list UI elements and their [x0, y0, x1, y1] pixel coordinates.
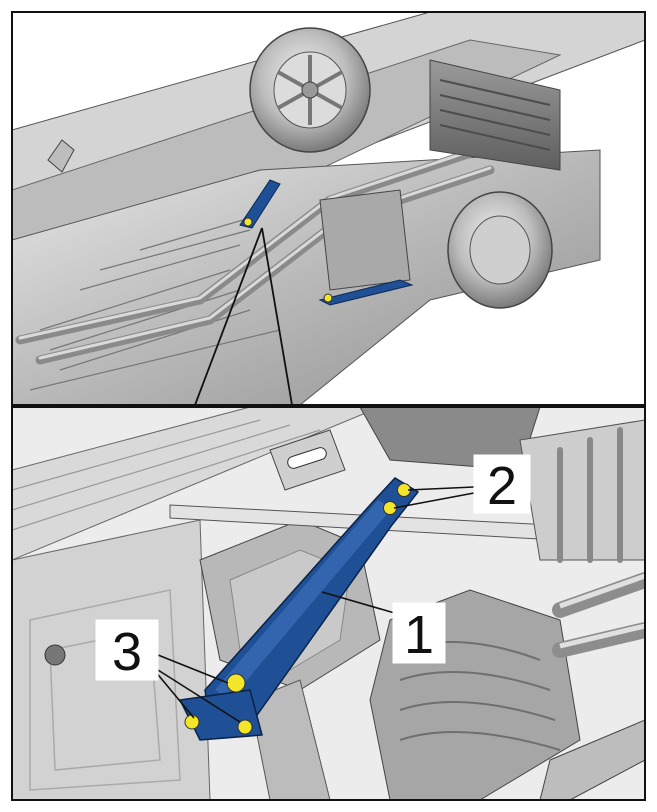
leader-lines	[149, 486, 475, 723]
bolt-3b	[184, 714, 200, 730]
rear-wheel-upper	[249, 27, 371, 153]
drain-plug	[44, 644, 66, 666]
exhaust-pipes-detail	[552, 572, 645, 658]
side-mirror	[47, 139, 75, 173]
bolts	[184, 483, 411, 735]
brace-overview-right	[318, 279, 414, 306]
rear-wheel-lower	[447, 191, 553, 309]
fuel-tank	[319, 189, 411, 291]
suspension-rod	[169, 504, 645, 546]
cross-brace	[178, 477, 420, 741]
callout-3: 3	[95, 619, 159, 682]
bolt-3c	[237, 719, 253, 735]
brace-overview-left	[239, 179, 281, 229]
overview-border	[11, 11, 646, 406]
overview-panel	[12, 12, 645, 405]
callout-2: 2	[473, 454, 531, 516]
callout-2-text: 2	[487, 456, 517, 516]
zoom-lines	[194, 227, 293, 406]
bolt-3a	[226, 673, 246, 693]
callout-1: 1	[392, 602, 446, 665]
detail-border	[11, 406, 646, 801]
callout-1-text: 1	[404, 605, 434, 665]
rear-muffler	[429, 59, 561, 171]
callout-3-text: 3	[112, 622, 142, 682]
detail-panel: 2 1 3	[12, 407, 645, 800]
